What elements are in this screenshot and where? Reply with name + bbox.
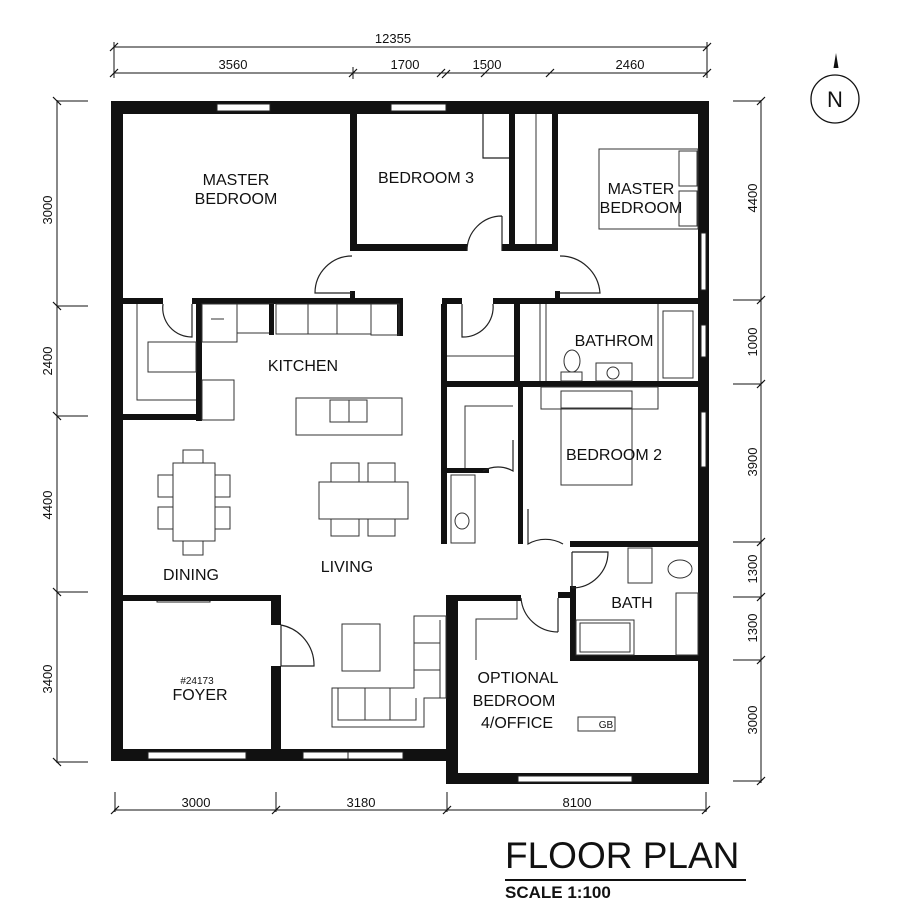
- right-dimensions: 4400 1000 3900 1300 1300 3000: [733, 96, 766, 786]
- room-master-bedroom-2: MASTER BEDROOM: [600, 181, 683, 217]
- svg-text:BEDROOM: BEDROOM: [600, 200, 683, 217]
- svg-text:BEDROOM: BEDROOM: [195, 191, 278, 208]
- svg-text:FOYER: FOYER: [172, 687, 227, 704]
- svg-text:GB: GB: [599, 720, 614, 731]
- svg-text:3000: 3000: [745, 706, 760, 735]
- svg-text:3560: 3560: [219, 57, 248, 72]
- svg-text:OPTIONAL: OPTIONAL: [478, 670, 559, 687]
- svg-text:1300: 1300: [745, 555, 760, 584]
- room-bathrom: BATHROM: [575, 333, 654, 350]
- title-underline: [505, 879, 746, 881]
- svg-text:2400: 2400: [40, 347, 55, 376]
- furniture: GB: [136, 114, 699, 732]
- svg-text:3000: 3000: [40, 196, 55, 225]
- svg-text:BEDROOM: BEDROOM: [473, 693, 556, 710]
- north-arrow: N: [810, 53, 860, 124]
- svg-text:3900: 3900: [745, 448, 760, 477]
- room-bedroom-2: BEDROOM 2: [566, 447, 662, 464]
- top-dimensions: 12355 3560 1700 1500 2460: [109, 31, 712, 79]
- north-arrow-icon: [833, 53, 839, 68]
- bottom-dimensions: 3000 3180 8100: [110, 792, 711, 815]
- svg-text:8100: 8100: [563, 795, 592, 810]
- svg-text:MASTER: MASTER: [203, 172, 270, 189]
- room-living: LIVING: [321, 559, 373, 576]
- svg-text:3000: 3000: [182, 795, 211, 810]
- svg-text:1700: 1700: [391, 57, 420, 72]
- svg-text:3400: 3400: [40, 665, 55, 694]
- interior-walls: [123, 114, 698, 756]
- svg-text:#24173: #24173: [180, 676, 214, 687]
- svg-text:MASTER: MASTER: [608, 181, 675, 198]
- svg-text:3180: 3180: [347, 795, 376, 810]
- svg-text:N: N: [827, 87, 843, 112]
- room-bath: BATH: [611, 595, 652, 612]
- room-labels: MASTER BEDROOM BEDROOM 3 MASTER BEDROOM …: [163, 170, 682, 732]
- room-bedroom-3: BEDROOM 3: [378, 170, 474, 187]
- svg-text:1300: 1300: [745, 614, 760, 643]
- room-optional-bedroom: OPTIONAL BEDROOM 4/OFFICE: [473, 670, 559, 732]
- svg-text:2460: 2460: [616, 57, 645, 72]
- doors: [162, 114, 609, 667]
- svg-text:4400: 4400: [40, 491, 55, 520]
- plan-title: FLOOR PLAN: [505, 835, 740, 876]
- svg-text:4/OFFICE: 4/OFFICE: [481, 715, 553, 732]
- svg-text:1500: 1500: [473, 57, 502, 72]
- plan-scale: SCALE 1:100: [505, 883, 611, 902]
- svg-text:4400: 4400: [745, 184, 760, 213]
- svg-text:12355: 12355: [375, 31, 411, 46]
- left-dimensions: 3000 2400 4400 3400: [40, 96, 88, 767]
- room-master-bedroom-1: MASTER BEDROOM: [195, 172, 278, 208]
- room-kitchen: KITCHEN: [268, 358, 338, 375]
- room-foyer: #24173 FOYER: [172, 676, 227, 704]
- svg-text:1000: 1000: [745, 328, 760, 357]
- room-dining: DINING: [163, 567, 219, 584]
